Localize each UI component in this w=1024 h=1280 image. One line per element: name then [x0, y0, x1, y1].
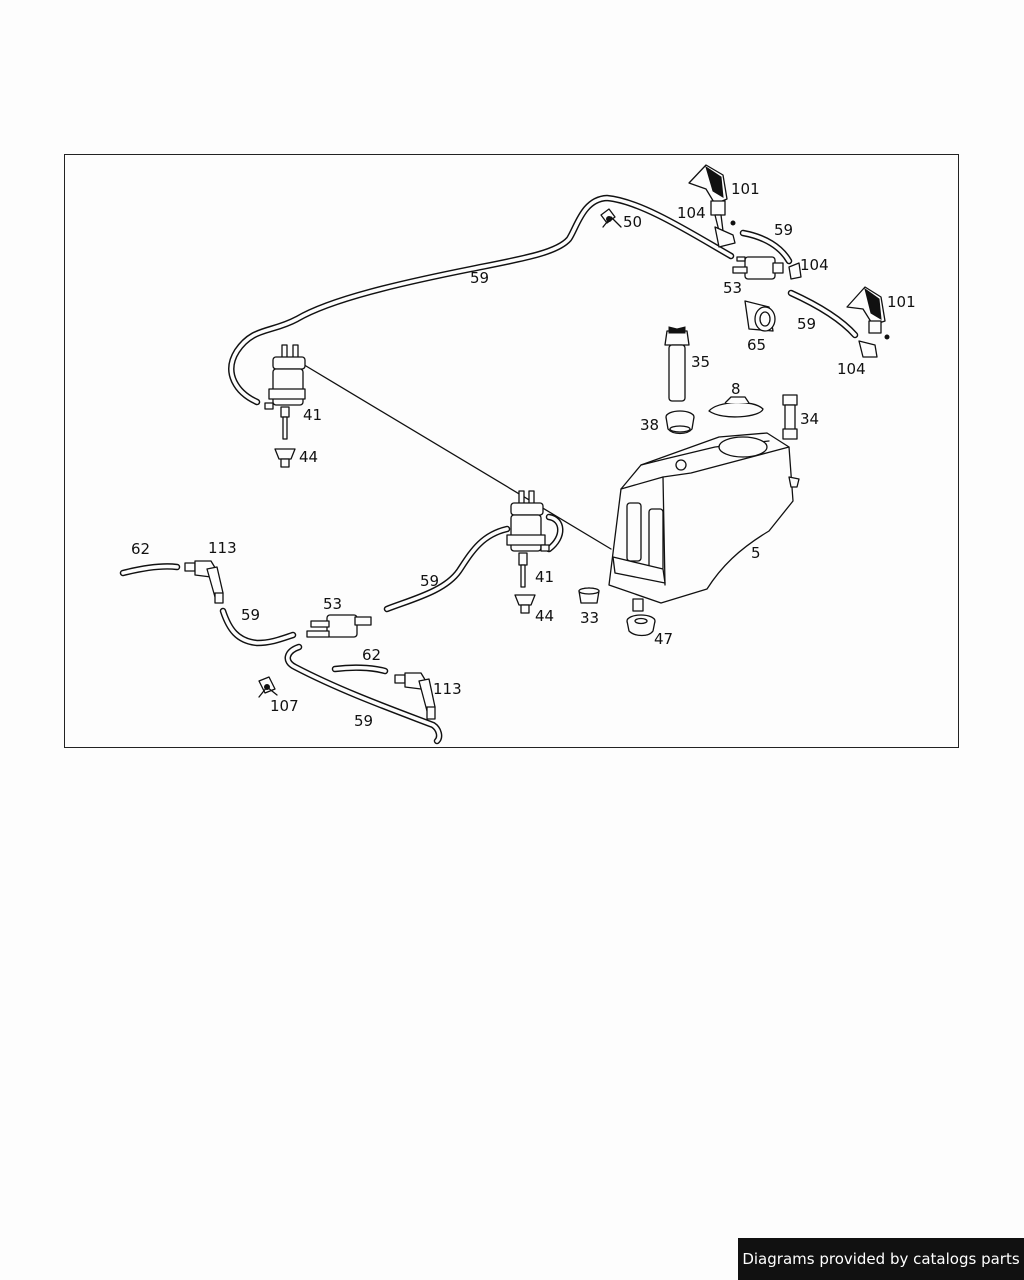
- pump-41-lower: [506, 490, 550, 588]
- reservoir-tank-5: [608, 432, 800, 612]
- callout-104-lower: 104: [837, 360, 866, 378]
- callout-59-upper: 59: [774, 221, 793, 239]
- callout-50: 50: [623, 213, 642, 231]
- callout-33: 33: [580, 609, 599, 627]
- grommet-33: [578, 587, 600, 604]
- callout-104-mid: 104: [800, 256, 829, 274]
- credit-text: Diagrams provided by catalogs parts: [742, 1250, 1020, 1268]
- grommet-44-lower: [514, 594, 536, 614]
- connector-104-lower: [858, 334, 890, 358]
- nozzle-101-upper: [688, 164, 728, 232]
- filler-neck-35: [664, 326, 690, 402]
- nozzle-113-left: [184, 560, 224, 604]
- washer-system-diagram: 101 104 59 104 101 59 104 50 53 65 59 35…: [119, 164, 916, 745]
- grommet-38: [665, 410, 695, 435]
- connector-104-mid: [788, 262, 802, 280]
- grommet-44-upper: [274, 448, 296, 468]
- callout-59-bottom: 59: [354, 712, 373, 730]
- hose-59-bottom: [284, 643, 443, 745]
- callout-8: 8: [731, 380, 741, 398]
- callout-104-upper: 104: [677, 204, 706, 222]
- callout-44-lower: 44: [535, 607, 554, 625]
- hose-59-short-upper: [739, 229, 793, 265]
- callout-34: 34: [800, 410, 819, 428]
- callout-59-center: 59: [420, 572, 439, 590]
- credit-banner: Diagrams provided by catalogs parts: [738, 1238, 1024, 1280]
- callout-59-right: 59: [797, 315, 816, 333]
- callout-41-upper: 41: [303, 406, 322, 424]
- parts-diagram-frame: 101 104 59 104 101 59 104 50 53 65 59 35…: [64, 154, 959, 748]
- nozzle-101-lower: [846, 286, 886, 334]
- callout-41-lower: 41: [535, 568, 554, 586]
- callout-113-left: 113: [208, 539, 237, 557]
- callout-101-upper: 101: [731, 180, 760, 198]
- callout-62-right: 62: [362, 646, 381, 664]
- valve-53-lower: [306, 614, 372, 638]
- clip-50: [600, 208, 622, 228]
- callout-53-upper: 53: [723, 279, 742, 297]
- grommet-47: [626, 614, 656, 637]
- hose-59-left-lower: [219, 607, 297, 647]
- callout-53-lower: 53: [323, 595, 342, 613]
- hose-62-left: [119, 563, 181, 577]
- pump-41-upper: [264, 344, 306, 440]
- nozzle-113-right: [394, 672, 436, 720]
- callout-59-left: 59: [241, 606, 260, 624]
- callout-labels: 101 104 59 104 101 59 104 50 53 65 59 35…: [131, 180, 916, 730]
- callout-101-lower: 101: [887, 293, 916, 311]
- callout-38: 38: [640, 416, 659, 434]
- bushing-65: [744, 300, 776, 332]
- callout-107: 107: [270, 697, 299, 715]
- hose-59-upper: [228, 194, 735, 406]
- connector-104-upper: [714, 220, 736, 248]
- callout-59-main: 59: [470, 269, 489, 287]
- hose-62-right: [331, 664, 389, 675]
- hose-59-pump-lower: [383, 513, 564, 613]
- wire-line: [300, 362, 612, 550]
- callout-44-upper: 44: [299, 448, 318, 466]
- callout-113-right: 113: [433, 680, 462, 698]
- clip-107: [258, 676, 278, 698]
- hose-59-right: [787, 289, 859, 339]
- callout-47: 47: [654, 630, 673, 648]
- callout-5: 5: [751, 544, 761, 562]
- valve-53-upper: [732, 256, 784, 280]
- seal-8: [708, 396, 764, 418]
- callout-62-left: 62: [131, 540, 150, 558]
- callout-65: 65: [747, 336, 766, 354]
- callout-35: 35: [691, 353, 710, 371]
- sensor-34: [782, 394, 798, 440]
